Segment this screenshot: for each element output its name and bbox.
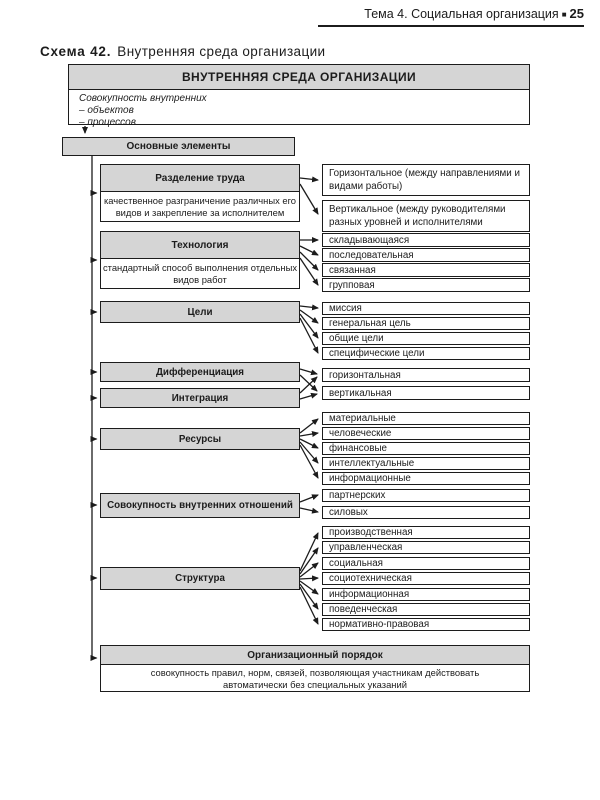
item-box: силовых [322,506,530,519]
item-box: партнерских [322,489,530,502]
chapter-title: Тема 4. Социальная организация [364,7,559,21]
root-bullet: – объектов [79,105,134,117]
item-box: поведенческая [322,603,530,616]
section-title: Организационный порядок [101,646,529,665]
item-box: финансовые [322,442,530,455]
item-box: связанная [322,263,530,277]
item-box: миссия [322,302,530,315]
section-org-poryadok: Организационный порядок совокупность пра… [100,645,530,692]
section-differentsiatsiya: Дифференциация [100,362,300,382]
item-box: интеллектуальные [322,457,530,470]
item-box: Вертикальное (между руководителями разны… [322,200,530,232]
square-bullet-icon: ■ [561,10,567,19]
section-struktura: Структура [100,567,300,590]
item-box: групповая [322,278,530,292]
item-box: социальная [322,557,530,570]
section-vnutrennie-otnosheniya: Совокупность внутренних отношений [100,493,300,518]
root-box-subtitle: Совокупность внутренних [79,93,207,104]
scheme-number: Схема 42. [40,44,112,59]
section-description: стандартный способ выполнения отдельных … [102,262,298,286]
section-integratsiya: Интеграция [100,388,300,408]
main-elements-box: Основные элементы [62,137,295,156]
item-box: Горизонтальное (между направлениями и ви… [322,164,530,196]
item-box: специфические цели [322,347,530,360]
section-resursy: Ресурсы [100,428,300,450]
item-box: информационные [322,472,530,485]
item-box: материальные [322,412,530,425]
item-box: складывающаяся [322,233,530,247]
page-number: 25 [569,6,584,21]
root-box: ВНУТРЕННЯЯ СРЕДА ОРГАНИЗАЦИИ Совокупност… [68,64,530,128]
section-title: Технология [101,232,299,259]
item-box: последовательная [322,248,530,262]
item-box: нормативно-правовая [322,618,530,631]
item-box: производственная [322,526,530,539]
scheme-name: Внутренняя среда организации [117,44,326,59]
item-box: вертикальная [322,386,530,400]
section-title: Разделение труда [101,165,299,192]
section-tekhnologiya: Технология стандартный способ выполнения… [100,231,300,289]
scheme-title: Схема 42. Внутренняя среда организации [40,44,325,59]
item-box: генеральная цель [322,317,530,330]
section-tseli: Цели [100,301,300,323]
root-box-description: Совокупность внутренних – объектов – про… [69,90,529,130]
item-box: управленческая [322,541,530,554]
section-description: качественное разграничение различных его… [103,195,297,219]
item-box: социотехническая [322,572,530,585]
item-box: общие цели [322,332,530,345]
running-head: Тема 4. Социальная организация■25 [318,6,584,27]
root-bullet: – процессов [79,117,136,129]
item-box: человеческие [322,427,530,440]
root-box-title: ВНУТРЕННЯЯ СРЕДА ОРГАНИЗАЦИИ [69,65,529,90]
section-razdelenie-truda: Разделение труда качественное разграниче… [100,164,300,222]
section-description: совокупность правил, норм, связей, позво… [150,667,480,691]
item-box: горизонтальная [322,368,530,382]
item-box: информационная [322,588,530,601]
